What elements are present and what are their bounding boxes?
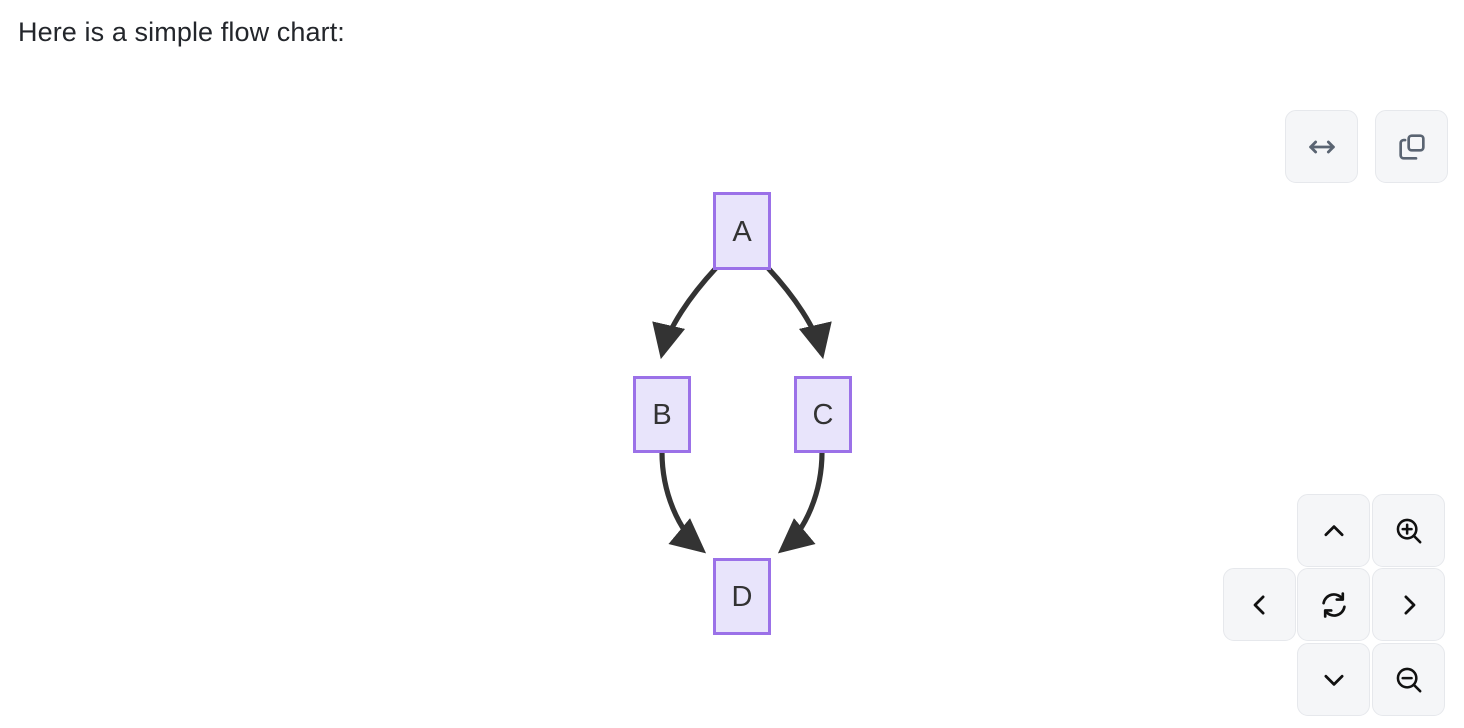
edge-b-d	[659, 451, 707, 554]
arrows-left-right-icon	[1305, 130, 1339, 164]
pan-right-button[interactable]	[1372, 568, 1445, 641]
reset-view-button[interactable]	[1297, 568, 1370, 641]
chevron-up-icon	[1319, 516, 1349, 546]
duplicate-button[interactable]	[1375, 110, 1448, 183]
flow-node-b-label: B	[652, 399, 671, 431]
pan-left-button[interactable]	[1223, 568, 1296, 641]
flow-node-d-label: D	[732, 581, 753, 613]
pan-down-button[interactable]	[1297, 643, 1370, 716]
chevron-right-icon	[1394, 590, 1424, 620]
flow-node-a-label: A	[732, 216, 752, 248]
flow-node-a[interactable]: A	[713, 192, 771, 270]
zoom-out-button[interactable]	[1372, 643, 1445, 716]
chevron-down-icon	[1319, 665, 1349, 695]
flow-node-c-label: C	[813, 399, 834, 431]
refresh-icon	[1318, 589, 1350, 621]
page-title: Here is a simple flow chart:	[18, 17, 345, 47]
flow-node-d[interactable]: D	[713, 558, 771, 635]
flow-node-b-shape[interactable]	[633, 376, 691, 453]
flowchart-svg: A B C D	[633, 192, 852, 635]
copy-icon	[1396, 131, 1428, 163]
pan-up-button[interactable]	[1297, 494, 1370, 567]
chevron-left-icon	[1245, 590, 1275, 620]
edge-a-b	[652, 266, 718, 360]
flowchart-edges	[652, 266, 832, 554]
fit-width-button[interactable]	[1285, 110, 1358, 183]
zoom-in-button[interactable]	[1372, 494, 1445, 567]
edge-c-d	[777, 451, 825, 554]
flow-node-c-shape[interactable]	[794, 376, 852, 453]
flow-node-d-shape[interactable]	[713, 558, 771, 635]
zoom-in-icon	[1393, 515, 1425, 547]
flowchart-canvas[interactable]: A B C D	[0, 60, 1464, 728]
flow-node-b[interactable]: B	[633, 376, 691, 453]
edge-a-c	[766, 266, 832, 360]
zoom-out-icon	[1393, 664, 1425, 696]
flowchart-nodes: A B C D	[633, 192, 852, 635]
flow-node-c[interactable]: C	[794, 376, 852, 453]
flow-node-a-shape[interactable]	[713, 192, 771, 270]
